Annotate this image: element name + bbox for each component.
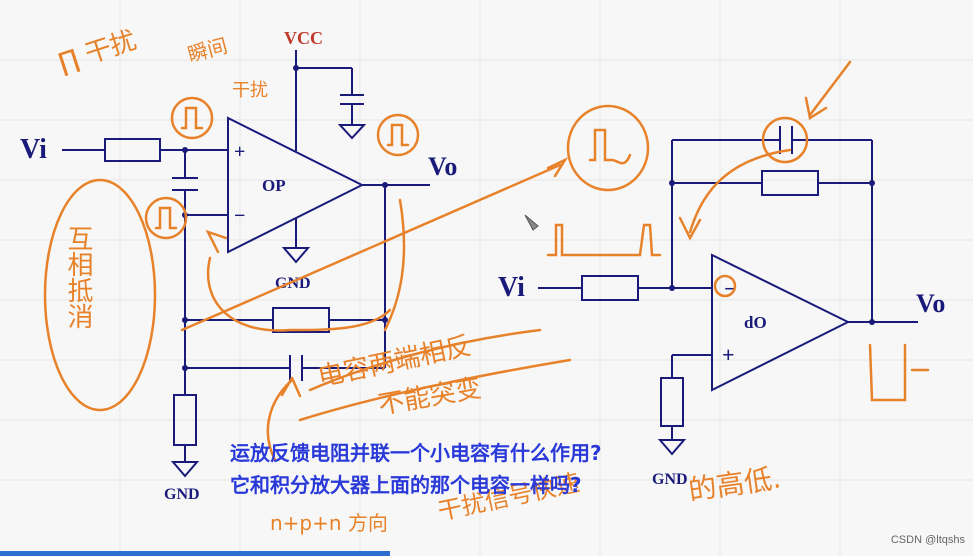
vi-label-right: Vi	[498, 272, 525, 303]
annotation-mid-2: 不能突变	[376, 373, 484, 421]
gnd-right-label: GND	[652, 471, 688, 488]
annotation-top-left-1: ∏ 干扰	[55, 25, 140, 78]
op-amp-right	[711, 253, 851, 392]
ground-resistor-right	[660, 377, 684, 427]
hand-annotations	[43, 60, 930, 462]
question-line-2: 它和积分放大器上面的那个电容一样吗?	[230, 473, 582, 497]
annotation-top-left-2: 瞬间	[185, 33, 230, 67]
op-label: OP	[262, 176, 286, 195]
question-line-1: 运放反馈电阻并联一个小电容有什么作用?	[230, 441, 602, 465]
gnd-bottom-label: GND	[164, 486, 200, 503]
input-resistor	[104, 138, 161, 162]
vcc-label: VCC	[284, 28, 323, 48]
annotation-bottom-3: 的高低.	[686, 461, 783, 507]
progress-bar	[0, 551, 390, 556]
minus-input-left: −	[234, 205, 245, 227]
plus-input-left: +	[234, 141, 245, 163]
vo-label-left: Vo	[428, 152, 457, 181]
feedback-resistor-right	[761, 170, 819, 196]
annotation-top-left-3: 干扰	[232, 80, 268, 101]
plus-input-right: +	[722, 342, 735, 367]
watermark: CSDN @ltqshs	[890, 534, 965, 546]
right-circuit	[538, 126, 918, 456]
right-circuit-nodes	[669, 180, 875, 325]
op-right-label: dO	[744, 313, 767, 332]
cursor-icon	[524, 214, 539, 231]
annotation-bottom-1: n+p+n 方向	[270, 511, 388, 535]
annotation-left-vertical: 互相抵消	[63, 225, 93, 329]
gnd-op-label: GND	[275, 275, 311, 292]
input-resistor-right	[581, 275, 639, 301]
left-circuit	[62, 50, 430, 478]
vi-label-left: Vi	[20, 134, 47, 165]
vo-label-right: Vo	[916, 289, 945, 318]
